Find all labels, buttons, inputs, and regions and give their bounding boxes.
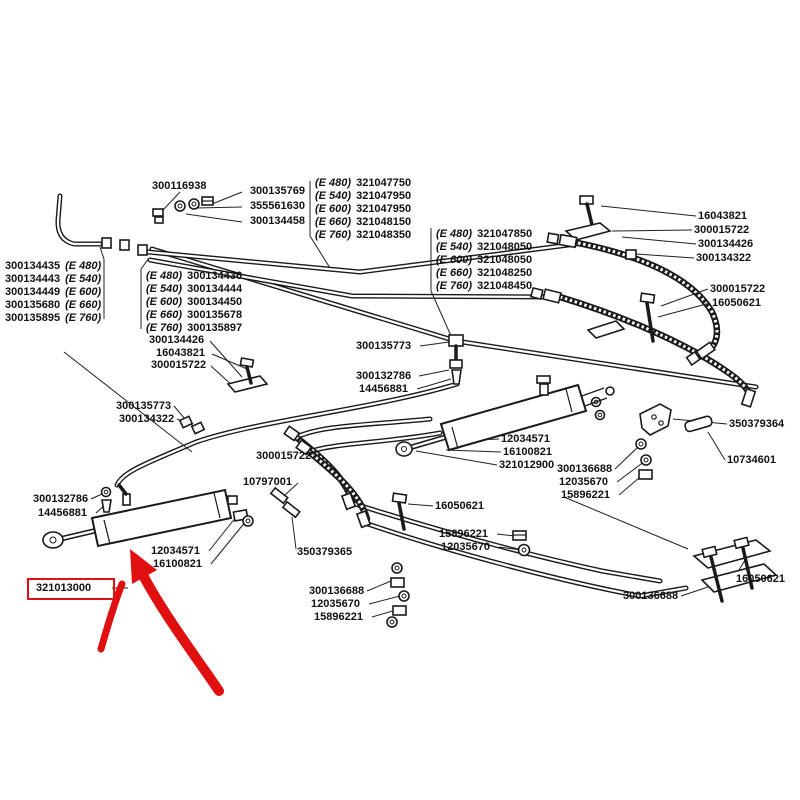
part-label-300134426: 300134426 <box>698 238 754 250</box>
part-label-12034571: 12034571 <box>501 433 550 445</box>
part-number: 300135678 <box>187 309 243 321</box>
part-number: 300135680 <box>5 299 61 311</box>
part-number: 300135895 <box>5 312 61 324</box>
variant-label: (E 480) <box>436 228 473 240</box>
part-label-350379364: 350379364 <box>729 418 785 430</box>
part-number: 300134436 <box>187 270 243 282</box>
part-label-12035670: 12035670 <box>441 541 490 553</box>
part-label-16043821: 16043821 <box>698 210 747 222</box>
variant-label: (E 480) <box>315 177 352 189</box>
part-label-300134322: 300134322 <box>696 252 752 264</box>
part-number: 300134449 <box>5 286 61 298</box>
part-number: 321047750 <box>356 177 412 189</box>
variant-label: (E 600) <box>315 203 352 215</box>
part-label-300132786: 300132786 <box>33 493 89 505</box>
variant-label: (E 600) <box>146 296 183 308</box>
part-label-355561630: 355561630 <box>249 200 305 212</box>
part-number: 321047850 <box>477 228 533 240</box>
part-label-300015722: 300015722 <box>151 359 207 371</box>
part-number: 300134444 <box>187 283 243 295</box>
part-number: 300135897 <box>187 322 243 334</box>
part-label-300134426: 300134426 <box>149 334 205 346</box>
variant-group-mid-tube: (E 480) 300134436 (E 540) 300134444 (E 600… <box>146 270 242 335</box>
variant-label: (E 540) <box>315 190 352 202</box>
part-label-300136688: 300136688 <box>623 590 679 602</box>
part-label-10734601: 10734601 <box>727 454 776 466</box>
part-label-300135773: 300135773 <box>116 400 172 412</box>
part-number: 321047950 <box>356 203 412 215</box>
part-label-10797001: 10797001 <box>243 476 292 488</box>
part-number: 300134450 <box>187 296 243 308</box>
part-label-12035670: 12035670 <box>311 598 360 610</box>
variant-group-left-tube: 300134435 (E 480) 300134443 (E 540) 300134… <box>5 260 101 325</box>
variant-label: (E 760) <box>146 322 183 334</box>
variant-label: (E 600) <box>436 254 473 266</box>
part-label-16100821: 16100821 <box>503 446 552 458</box>
rigid-tubes <box>58 196 756 596</box>
variant-label: (E 660) <box>436 267 473 279</box>
part-label-15896221: 15896221 <box>314 611 363 623</box>
part-label-300015722: 300015722 <box>256 450 312 462</box>
variant-label: (E 660) <box>65 299 102 311</box>
variant-group-top-tube: (E 480) 321047750 (E 540) 321047950 (E 600… <box>315 177 411 242</box>
part-number: 300134435 <box>5 260 61 272</box>
part-label-300135773: 300135773 <box>356 340 412 352</box>
part-label-12034571: 12034571 <box>151 545 200 557</box>
part-number: 300134443 <box>5 273 61 285</box>
part-label-300134458: 300134458 <box>249 215 305 227</box>
highlight-box <box>27 578 115 600</box>
part-label-16050621: 16050621 <box>736 573 785 585</box>
variant-label: (E 480) <box>65 260 102 272</box>
hydraulic-cylinder-center <box>395 375 615 457</box>
part-label-16100821: 16100821 <box>153 558 202 570</box>
red-highlight-arrow <box>97 549 224 696</box>
part-label-14456881: 14456881 <box>38 507 87 519</box>
part-number: 321048250 <box>477 267 533 279</box>
small-parts <box>100 195 778 628</box>
part-label-12035670: 12035670 <box>559 476 608 488</box>
part-label-300015722: 300015722 <box>710 283 766 295</box>
variant-label: (E 480) <box>146 270 183 282</box>
part-label-300134322: 300134322 <box>119 413 175 425</box>
variant-label: (E 760) <box>436 280 473 292</box>
variant-label: (E 540) <box>65 273 102 285</box>
part-label-16050621: 16050621 <box>435 500 484 512</box>
part-number: 321048050 <box>477 241 533 253</box>
leader-lines <box>63 181 748 618</box>
part-number: 321048050 <box>477 254 533 266</box>
part-label-300136688: 300136688 <box>557 463 613 475</box>
variant-label: (E 540) <box>436 241 473 253</box>
part-number: 321048150 <box>356 216 412 228</box>
part-number: 321047950 <box>356 190 412 202</box>
part-label-16050621: 16050621 <box>712 297 761 309</box>
part-label-300136688: 300136688 <box>309 585 365 597</box>
part-label-16043821: 16043821 <box>156 347 205 359</box>
part-number: 321048450 <box>477 280 533 292</box>
variant-label: (E 660) <box>146 309 183 321</box>
part-label-300132786: 300132786 <box>356 370 412 382</box>
part-label-300015722: 300015722 <box>694 224 750 236</box>
variant-label: (E 760) <box>65 312 102 324</box>
part-label-350379365: 350379365 <box>297 546 353 558</box>
part-label-321013000-highlighted: 321013000 <box>36 582 92 594</box>
variant-label: (E 660) <box>315 216 352 228</box>
variant-label: (E 600) <box>65 286 102 298</box>
part-label-300135769: 300135769 <box>249 185 305 197</box>
part-label-321012900: 321012900 <box>499 459 555 471</box>
part-label-14456881: 14456881 <box>359 383 408 395</box>
part-label-15896221: 15896221 <box>439 528 488 540</box>
variant-group-right-tube: (E 480) 321047850 (E 540) 321048050 (E 600… <box>436 228 532 293</box>
part-label-300116938: 300116938 <box>152 180 207 192</box>
variant-label: (E 540) <box>146 283 183 295</box>
hydraulic-cylinder-321013000 <box>42 483 238 549</box>
washer-stack-labels: 300135769 355561630 300134458 <box>243 184 305 229</box>
part-label-15896221: 15896221 <box>561 489 610 501</box>
part-number: 321048350 <box>356 229 412 241</box>
variant-label: (E 760) <box>315 229 352 241</box>
